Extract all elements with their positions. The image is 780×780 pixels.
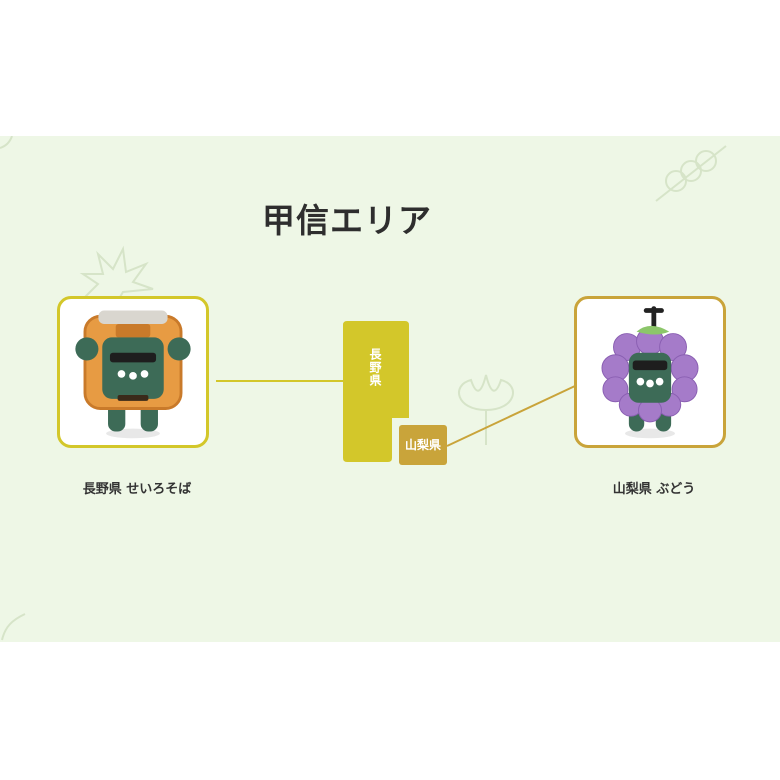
plush-soba-steamer-image	[57, 296, 209, 448]
yamanashi-map-label: 山梨県	[404, 438, 441, 452]
yamanashi-connector-line	[446, 385, 576, 447]
plush-grape-image	[574, 296, 726, 448]
yamanashi-map-shape	[399, 425, 447, 465]
nagano-caption: 長野県 せいろそば	[82, 482, 192, 497]
koshin-area-panel: 甲信エリア 長野県 山梨県 長野県 せいろそば	[0, 136, 780, 642]
maple-leaf-decoration	[75, 245, 154, 311]
nagano-map-shape	[343, 321, 409, 462]
dango-decoration	[655, 145, 727, 202]
corner-leaf-decoration	[1, 613, 26, 641]
section-title: 甲信エリア	[262, 201, 432, 240]
nagano-map-label: 長野県	[368, 348, 382, 387]
corner-leaf-decoration-top	[0, 136, 13, 149]
yamanashi-caption: 山梨県 ぶどう	[612, 482, 696, 497]
koshin-map	[216, 321, 576, 465]
